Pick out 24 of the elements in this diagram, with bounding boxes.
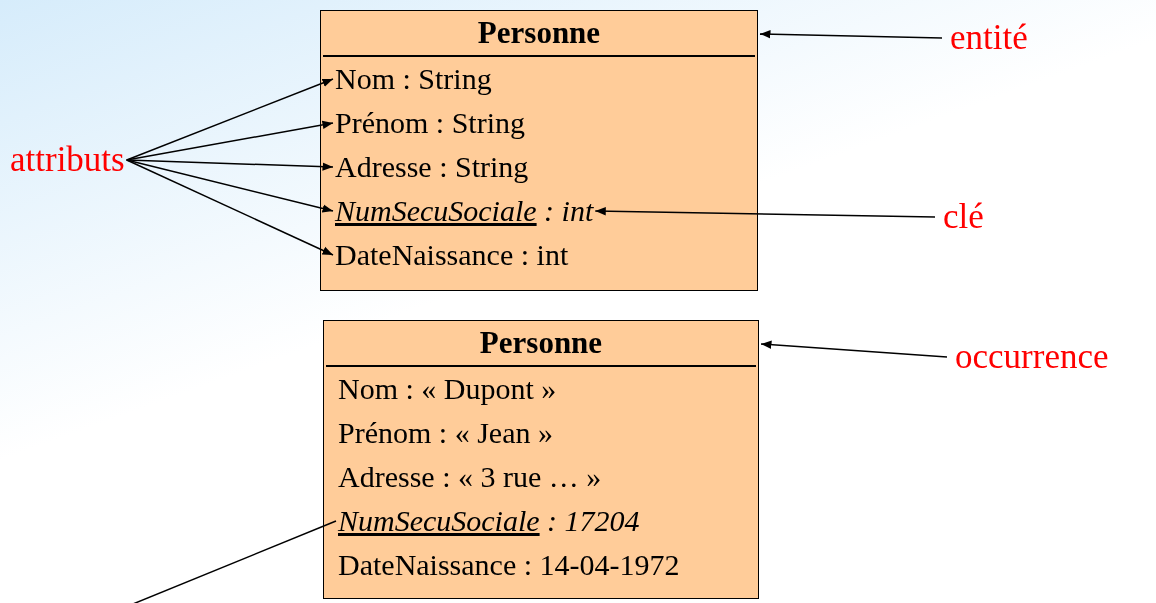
leader-arrow — [594, 207, 936, 218]
annotation-label: attributs — [10, 140, 125, 180]
attribute-text: Adresse : String — [335, 145, 529, 189]
key-attribute-text: NumSecuSociale : int — [335, 189, 594, 233]
class-box — [323, 320, 759, 599]
attribute-text: Adresse : « 3 rue … » — [338, 455, 602, 499]
annotation-label: clé — [943, 197, 984, 237]
leader-arrow — [125, 159, 334, 256]
annotation-label: entité — [950, 18, 1028, 58]
attribute-text: DateNaissance : int — [335, 233, 569, 277]
class-name: Personne — [323, 11, 755, 57]
attribute-text: Prénom : « Jean » — [338, 411, 553, 455]
class-box — [320, 10, 758, 291]
attribute-text: Nom : « Dupont » — [338, 367, 557, 411]
attribute-text: Nom : String — [335, 57, 492, 101]
leader-arrow — [125, 78, 334, 161]
attribute-text: DateNaissance : 14-04-1972 — [338, 543, 680, 587]
leader-arrow — [125, 159, 334, 171]
annotation-label: occurrence — [955, 337, 1109, 377]
class-name: Personne — [326, 321, 756, 367]
attribute-text: Prénom : String — [335, 101, 525, 145]
key-attribute-text: NumSecuSociale : 17204 — [338, 499, 640, 543]
leader-arrow — [759, 30, 943, 39]
leader-arrow — [760, 340, 948, 358]
